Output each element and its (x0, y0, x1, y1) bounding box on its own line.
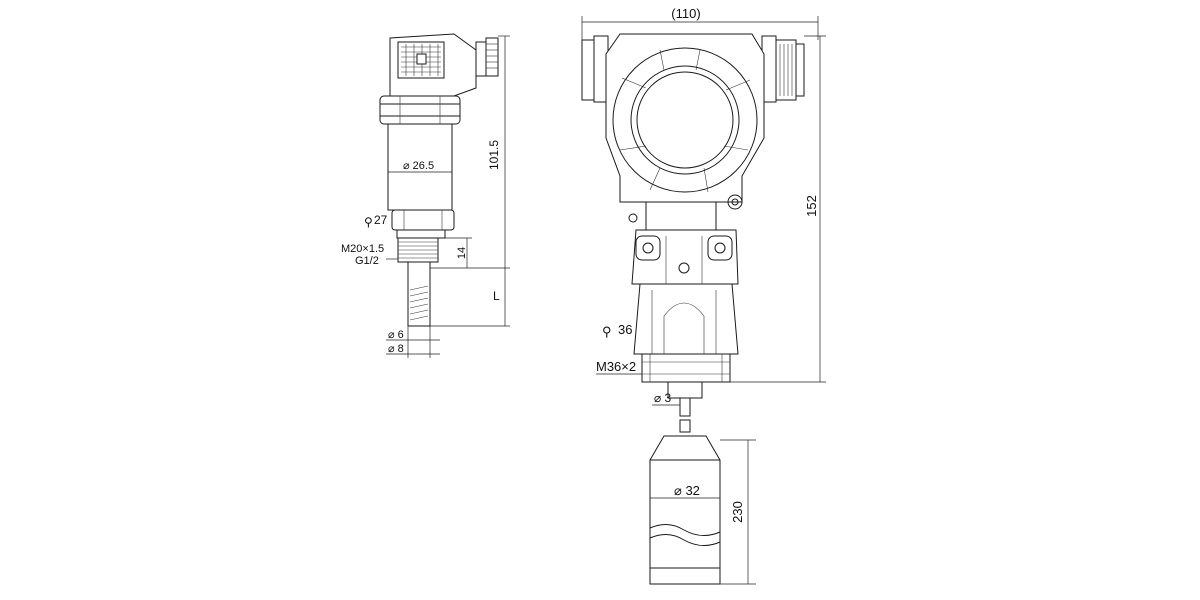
wrench-icon: ⚲ (364, 215, 373, 229)
thread-spec-label: M36×2 (596, 359, 636, 374)
dim-outer-diameter-label: ⌀ 8 (388, 343, 404, 355)
dim-height-label: 101.5 (487, 140, 501, 170)
dim-probe-diameter-label: ⌀ 6 (388, 329, 404, 341)
wrench-size-label: 36 (618, 322, 632, 337)
dim-cable-diameter-label: ⌀ 3 (654, 391, 672, 405)
right-level-transmitter: (110) 152 ⚲ 36 M36×2 ⌀ 3 ⌀ 32 230 (581, 6, 826, 585)
dim-height-label: 152 (804, 195, 819, 217)
wrench-icon: ⚲ (602, 324, 612, 339)
dim-thread-length-label: 14 (456, 247, 468, 259)
dim-width-label: (110) (671, 6, 700, 21)
thread-spec-label: M20×1.5 (341, 243, 384, 255)
dim-probe-diameter-label: ⌀ 32 (674, 483, 700, 498)
left-pressure-sensor: 101.5 ⌀ 26.5 27 ⚲ 14 M20×1.5 G1/2 L ⌀ 6 … (341, 33, 510, 358)
thread-alt-spec-label: G1/2 (355, 255, 379, 267)
dim-body-diameter-label: ⌀ 26.5 (403, 160, 434, 172)
dim-probe-length-label: 230 (730, 501, 745, 523)
dim-L-label: L (493, 289, 500, 303)
wrench-size-label: 27 (374, 213, 388, 227)
